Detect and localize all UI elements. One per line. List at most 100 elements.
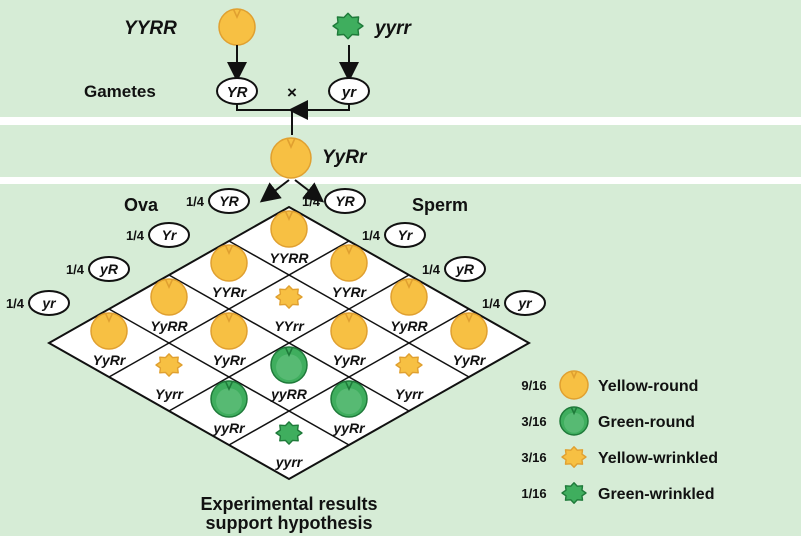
sperm-gamete-label: YR xyxy=(335,193,355,209)
pea-green-round xyxy=(559,406,589,436)
ova-gamete-label: Yr xyxy=(162,227,178,243)
pea-yellow-wrinkled xyxy=(561,446,587,468)
pea-green-round xyxy=(330,380,368,418)
ova-gamete-label: yR xyxy=(99,261,119,277)
punnett-cell: yyrr xyxy=(275,421,304,470)
sperm-gamete-oval xyxy=(444,256,486,282)
legend-label: Green-wrinkled xyxy=(598,486,714,503)
punnett-cell: Yyrr xyxy=(155,353,185,402)
gametes-label: Gametes xyxy=(84,82,156,101)
cell-genotype: YyRr xyxy=(333,352,367,368)
punnett-cell: YyRr xyxy=(450,312,488,368)
pea-yellow-round xyxy=(390,278,428,316)
ova-gamete-oval xyxy=(88,256,130,282)
ova-gamete-label: yr xyxy=(41,295,57,311)
parent-left-genotype: YYRR xyxy=(124,18,177,39)
pea-yellow-round xyxy=(270,210,308,248)
cell-genotype: yyrr xyxy=(275,454,304,470)
pea-yellow-round xyxy=(210,312,248,350)
ova-fraction: 1/4 xyxy=(66,262,85,277)
punnett-cell: YyRR xyxy=(150,278,189,334)
sperm-fraction: 1/4 xyxy=(362,228,381,243)
caption-line2: support hypothesis xyxy=(205,513,372,533)
pea-yellow-wrinkled xyxy=(275,285,303,309)
punnett-cell: YYRr xyxy=(330,244,368,300)
cell-genotype: YyRR xyxy=(390,318,428,334)
pea-yellow-round xyxy=(330,312,368,350)
pea-yellow-wrinkled xyxy=(155,353,183,377)
punnett-cell: YYrr xyxy=(274,285,305,334)
sperm-gamete-label: yR xyxy=(455,261,475,277)
punnett-cell: yyRr xyxy=(210,380,248,436)
cell-genotype: yyRr xyxy=(212,420,246,436)
legend-item: 1/16 Green-wrinkled xyxy=(521,482,714,504)
cell-genotype: YyRr xyxy=(93,352,127,368)
punnett-cell: Yyrr xyxy=(395,353,425,402)
grid-line xyxy=(228,308,470,446)
sperm-label: Sperm xyxy=(412,195,468,215)
cell-genotype: yyRR xyxy=(270,386,308,402)
legend-fraction: 3/16 xyxy=(521,414,546,429)
ova-fraction: 1/4 xyxy=(186,194,205,209)
pea-yellow-round xyxy=(90,312,128,350)
cell-genotype: YYRr xyxy=(332,284,368,300)
ova-gamete-oval xyxy=(28,290,70,316)
parent-left-pea xyxy=(218,8,256,46)
cell-genotype: Yyrr xyxy=(395,386,425,402)
f1-panel xyxy=(0,125,801,177)
cross-symbol: × xyxy=(287,83,297,102)
pea-yellow-round xyxy=(559,370,589,400)
arrow-to-sperm xyxy=(294,179,325,203)
cell-genotype: YYrr xyxy=(274,318,305,334)
legend-label: Yellow-wrinkled xyxy=(598,450,718,467)
ova-fraction: 1/4 xyxy=(6,296,25,311)
punnett-cell: YYRR xyxy=(270,210,310,266)
cell-genotype: YYRR xyxy=(270,250,310,266)
parent-right-genotype: yyrr xyxy=(374,18,413,39)
pea-yellow-round xyxy=(330,244,368,282)
gamete-left-label: YR xyxy=(227,84,248,101)
grid-line xyxy=(168,274,410,412)
arrow-to-ova xyxy=(259,179,290,203)
pea-green-wrinkled xyxy=(332,12,364,40)
f1-genotype: YyRr xyxy=(322,147,368,168)
merge-arrow xyxy=(236,104,350,135)
sperm-fraction: 1/4 xyxy=(302,194,321,209)
sperm-fraction: 1/4 xyxy=(422,262,441,277)
punnett-cell: YYRr xyxy=(210,244,248,300)
cell-genotype: YyRr xyxy=(453,352,487,368)
punnett-cell: YyRr xyxy=(210,312,248,368)
pea-yellow-wrinkled xyxy=(395,353,423,377)
legend-label: Green-round xyxy=(598,414,695,431)
cell-genotype: YyRR xyxy=(150,318,188,334)
pea-yellow-round xyxy=(210,244,248,282)
legend-fraction: 1/16 xyxy=(521,486,546,501)
caption-line1: Experimental results xyxy=(200,494,377,514)
pea-green-round xyxy=(270,346,308,384)
ova-gamete-oval xyxy=(148,222,190,248)
pea-yellow-round xyxy=(450,312,488,350)
pea-green-round xyxy=(210,380,248,418)
punnett-cell: YyRR xyxy=(390,278,429,334)
pea-green-wrinkled xyxy=(561,482,587,504)
parent-right-pea xyxy=(332,12,364,40)
gamete-right-label: yr xyxy=(341,84,357,101)
sperm-gamete-oval xyxy=(324,188,366,214)
ova-gamete-oval xyxy=(208,188,250,214)
sperm-gamete-oval xyxy=(384,222,426,248)
sperm-fraction: 1/4 xyxy=(482,296,501,311)
sperm-gamete-label: Yr xyxy=(398,227,414,243)
punnett-cell: yyRR xyxy=(270,346,308,402)
cell-genotype: Yyrr xyxy=(155,386,185,402)
pea-green-wrinkled xyxy=(275,421,303,445)
pea-yellow-round xyxy=(218,8,256,46)
pea-yellow-round xyxy=(150,278,188,316)
cell-genotype: YyRr xyxy=(213,352,247,368)
cell-genotype: yyRr xyxy=(332,420,366,436)
